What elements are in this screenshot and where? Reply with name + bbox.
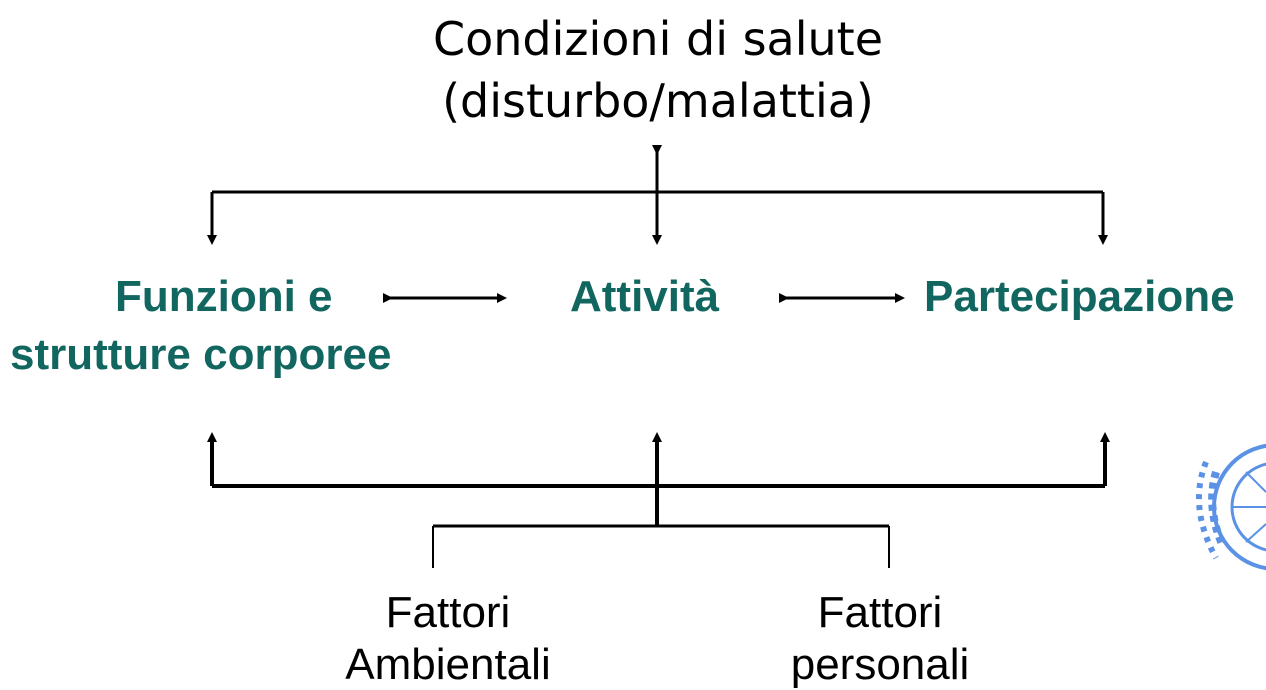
node-functions-line-2: strutture corporee: [10, 330, 392, 379]
node-participation: Partecipazione: [924, 272, 1235, 321]
title-line-1: Condizioni di salute: [432, 12, 884, 66]
factor-personal-line-1: Fattori: [817, 588, 943, 637]
title-line-2: (disturbo/malattia): [442, 74, 874, 128]
factor-personal-line-2: personali: [790, 640, 970, 689]
un-emblem-icon: [1195, 443, 1266, 571]
factor-environmental-line-2: Ambientali: [345, 640, 551, 689]
node-activities: Attività: [570, 272, 720, 321]
factor-environmental-line-1: Fattori: [385, 588, 511, 637]
node-functions-line-1: Funzioni e: [115, 272, 333, 321]
